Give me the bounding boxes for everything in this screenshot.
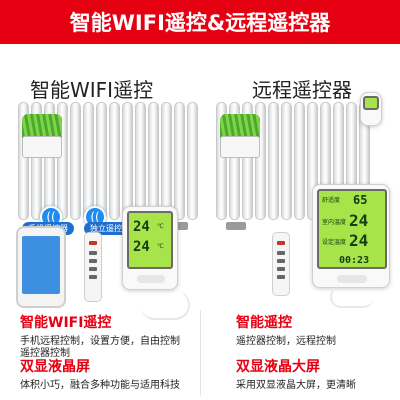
basket-icon xyxy=(220,136,260,158)
plant-icon xyxy=(22,114,62,138)
left-feature1-desc2: 遥控器控制 xyxy=(20,348,70,359)
right-heading: 远程遥控器 xyxy=(252,78,352,102)
thermostat-right: 舒适度 65 室内温度 24 设定温度 24 00:23 xyxy=(312,184,390,288)
right-feature1-title: 智能遥控 xyxy=(236,315,292,331)
basket-icon xyxy=(22,136,62,158)
lcd-time: 00:23 xyxy=(339,255,370,266)
remote-control-right xyxy=(272,232,290,296)
smartphone xyxy=(16,226,66,308)
lcd-room-temp: 24 xyxy=(349,211,369,230)
left-heading: 智能WIFI遥控 xyxy=(30,78,154,102)
right-radiator xyxy=(216,102,386,230)
divider xyxy=(200,310,201,396)
right-feature2-title: 双显液晶大屏 xyxy=(236,359,320,375)
left-feature2-desc: 体积小巧，融合多种功能与适用科技 xyxy=(20,380,180,391)
left-feature1-title: 智能WIFI遥控 xyxy=(20,315,112,331)
lcd-screen-right: 舒适度 65 室内温度 24 设定温度 24 00:23 xyxy=(317,189,387,269)
lcd-set-temp: 24 xyxy=(349,231,369,250)
thermostat-left: 24 ℃ 24 ℃ xyxy=(122,206,178,290)
right-feature1-desc: 遥控器控制，远程控制 xyxy=(236,336,336,347)
lcd-temp-row1: 24 xyxy=(133,219,150,235)
lcd-humidity: 65 xyxy=(353,193,368,207)
phone-app-screen xyxy=(22,236,60,294)
plant-icon xyxy=(220,114,260,138)
left-radiator xyxy=(18,102,204,230)
lcd-screen-left: 24 ℃ 24 ℃ xyxy=(127,211,173,269)
lcd-temp-row2: 24 xyxy=(133,239,150,255)
remote-control-left xyxy=(84,232,102,302)
title-banner: 智能WIFI遥控&远程遥控器 xyxy=(0,0,400,44)
banner-title: 智能WIFI遥控&远程遥控器 xyxy=(69,11,331,35)
wall-thermostat-small xyxy=(360,92,382,126)
left-feature1-desc: 手机远程控制，设置方便，自由控制 xyxy=(20,336,180,347)
right-feature2-desc: 采用双显液晶大屏，更清晰 xyxy=(236,380,356,391)
left-feature2-title: 双显液晶屏 xyxy=(20,359,90,375)
